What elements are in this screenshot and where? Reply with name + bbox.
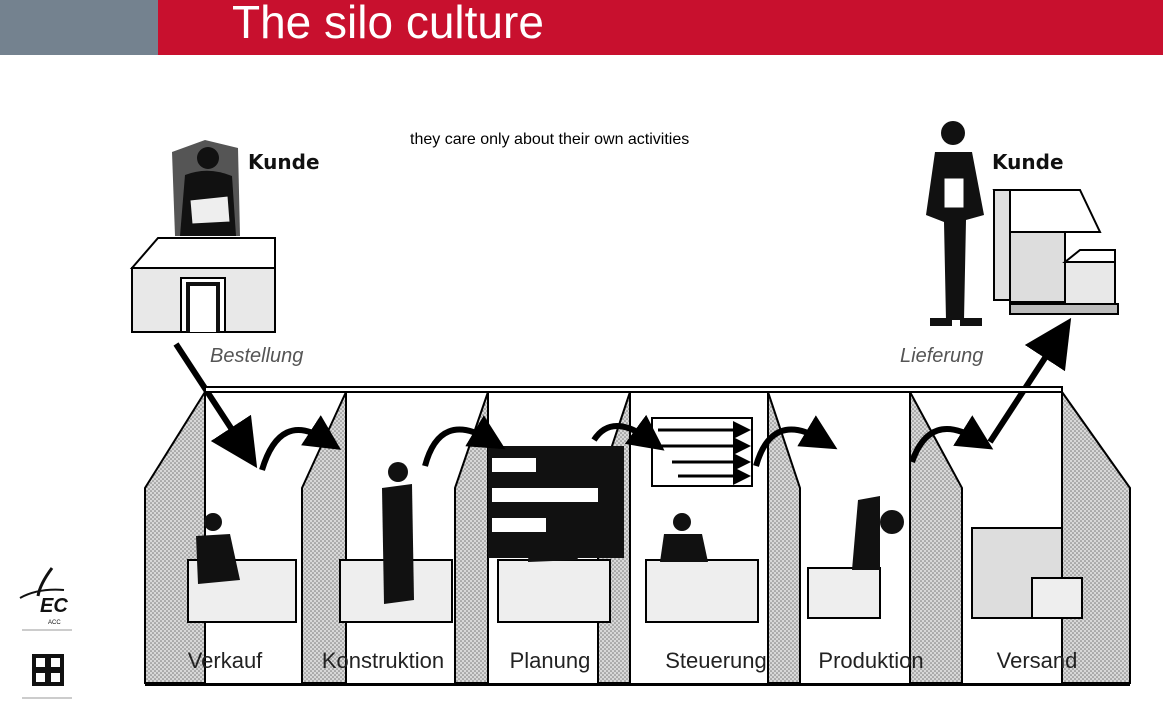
order-flow-label: Bestellung — [210, 345, 304, 367]
dept-label-steuerung: Steuerung — [665, 648, 767, 673]
company-logo: EC ACC — [19, 567, 72, 699]
handoff-arrows — [259, 414, 994, 471]
header-grey-block — [0, 0, 158, 55]
logo-subtext: ACC — [48, 620, 61, 626]
dept-label-konstruktion: Konstruktion — [321, 648, 445, 673]
customer-label-left: Kunde — [248, 150, 320, 174]
dept-label-planung: Planung — [509, 648, 591, 673]
customer-right-boxes — [992, 189, 1119, 315]
customer-label-right: Kunde — [992, 150, 1064, 174]
order-flow-arrow — [173, 342, 258, 469]
delivery-flow-label: Lieferung — [900, 345, 984, 367]
planning-shelf — [488, 446, 624, 558]
header-red-bar — [158, 0, 1163, 55]
page-title: The silo culture — [232, 0, 544, 48]
customer-right-figure — [926, 121, 984, 326]
diagram-caption: they care only about their own activitie… — [410, 131, 690, 148]
cubicle-row — [144, 386, 1131, 686]
customer-left-figure — [172, 140, 240, 236]
customer-left-desk — [129, 237, 276, 333]
dept-label-verkauf: Verkauf — [187, 648, 263, 673]
logo-text: EC — [40, 595, 68, 617]
dept-label-versand: Versand — [996, 648, 1078, 673]
control-board — [651, 417, 753, 487]
dept-label-produktion: Produktion — [818, 648, 924, 673]
